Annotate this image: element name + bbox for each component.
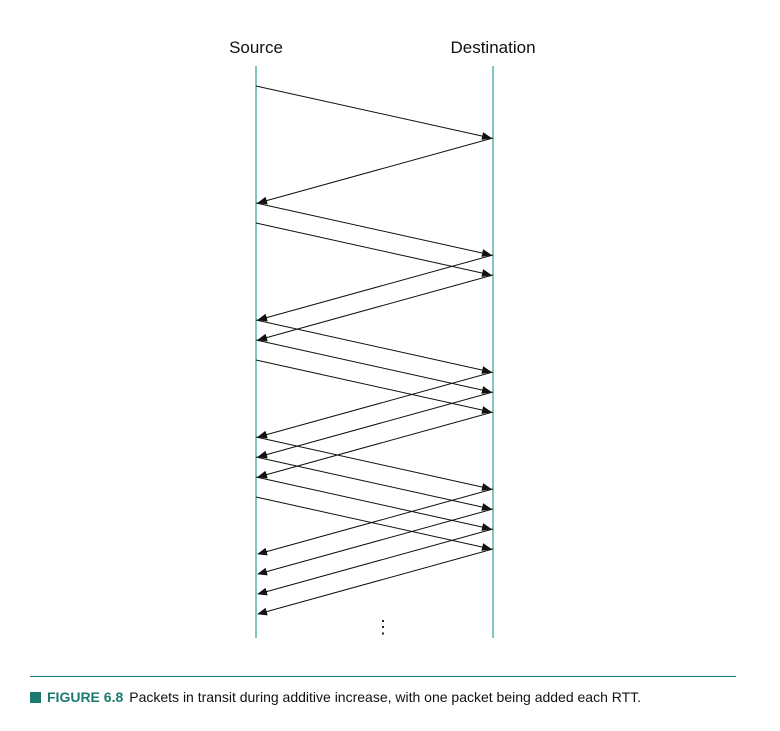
ack-arrow [257, 391, 494, 459]
packet-arrow [255, 202, 492, 257]
destination-label: Destination [450, 38, 536, 57]
packet-arrow [255, 456, 492, 511]
packet-arrow [255, 436, 492, 491]
continuation-ellipsis: ⋮ [374, 617, 392, 637]
packet-arrow [255, 339, 492, 394]
ack-arrow [257, 548, 494, 616]
ack-arrow [257, 137, 494, 205]
ack-arrow [257, 508, 494, 576]
ack-arrow [257, 411, 494, 479]
packet-arrow [255, 222, 492, 277]
packet-arrow [255, 319, 492, 374]
caption-text: Packets in transit during additive incre… [129, 689, 642, 705]
source-label: Source [229, 38, 283, 57]
packet-arrows [255, 85, 494, 616]
sequence-diagram [255, 66, 494, 638]
packet-arrow [255, 496, 492, 551]
figure-label: FIGURE 6.8 [47, 689, 124, 705]
ack-arrow [257, 528, 494, 596]
ack-arrow [257, 254, 494, 322]
caption-divider [30, 676, 736, 677]
ack-arrow [257, 371, 494, 439]
packet-arrow [255, 359, 492, 414]
figure-caption: FIGURE 6.8 Packets in transit during addi… [30, 689, 641, 705]
packet-arrow [255, 476, 492, 531]
ack-arrow [257, 274, 494, 342]
ack-arrow [257, 488, 494, 556]
caption-square-icon [30, 692, 41, 703]
packet-arrow [255, 85, 492, 140]
